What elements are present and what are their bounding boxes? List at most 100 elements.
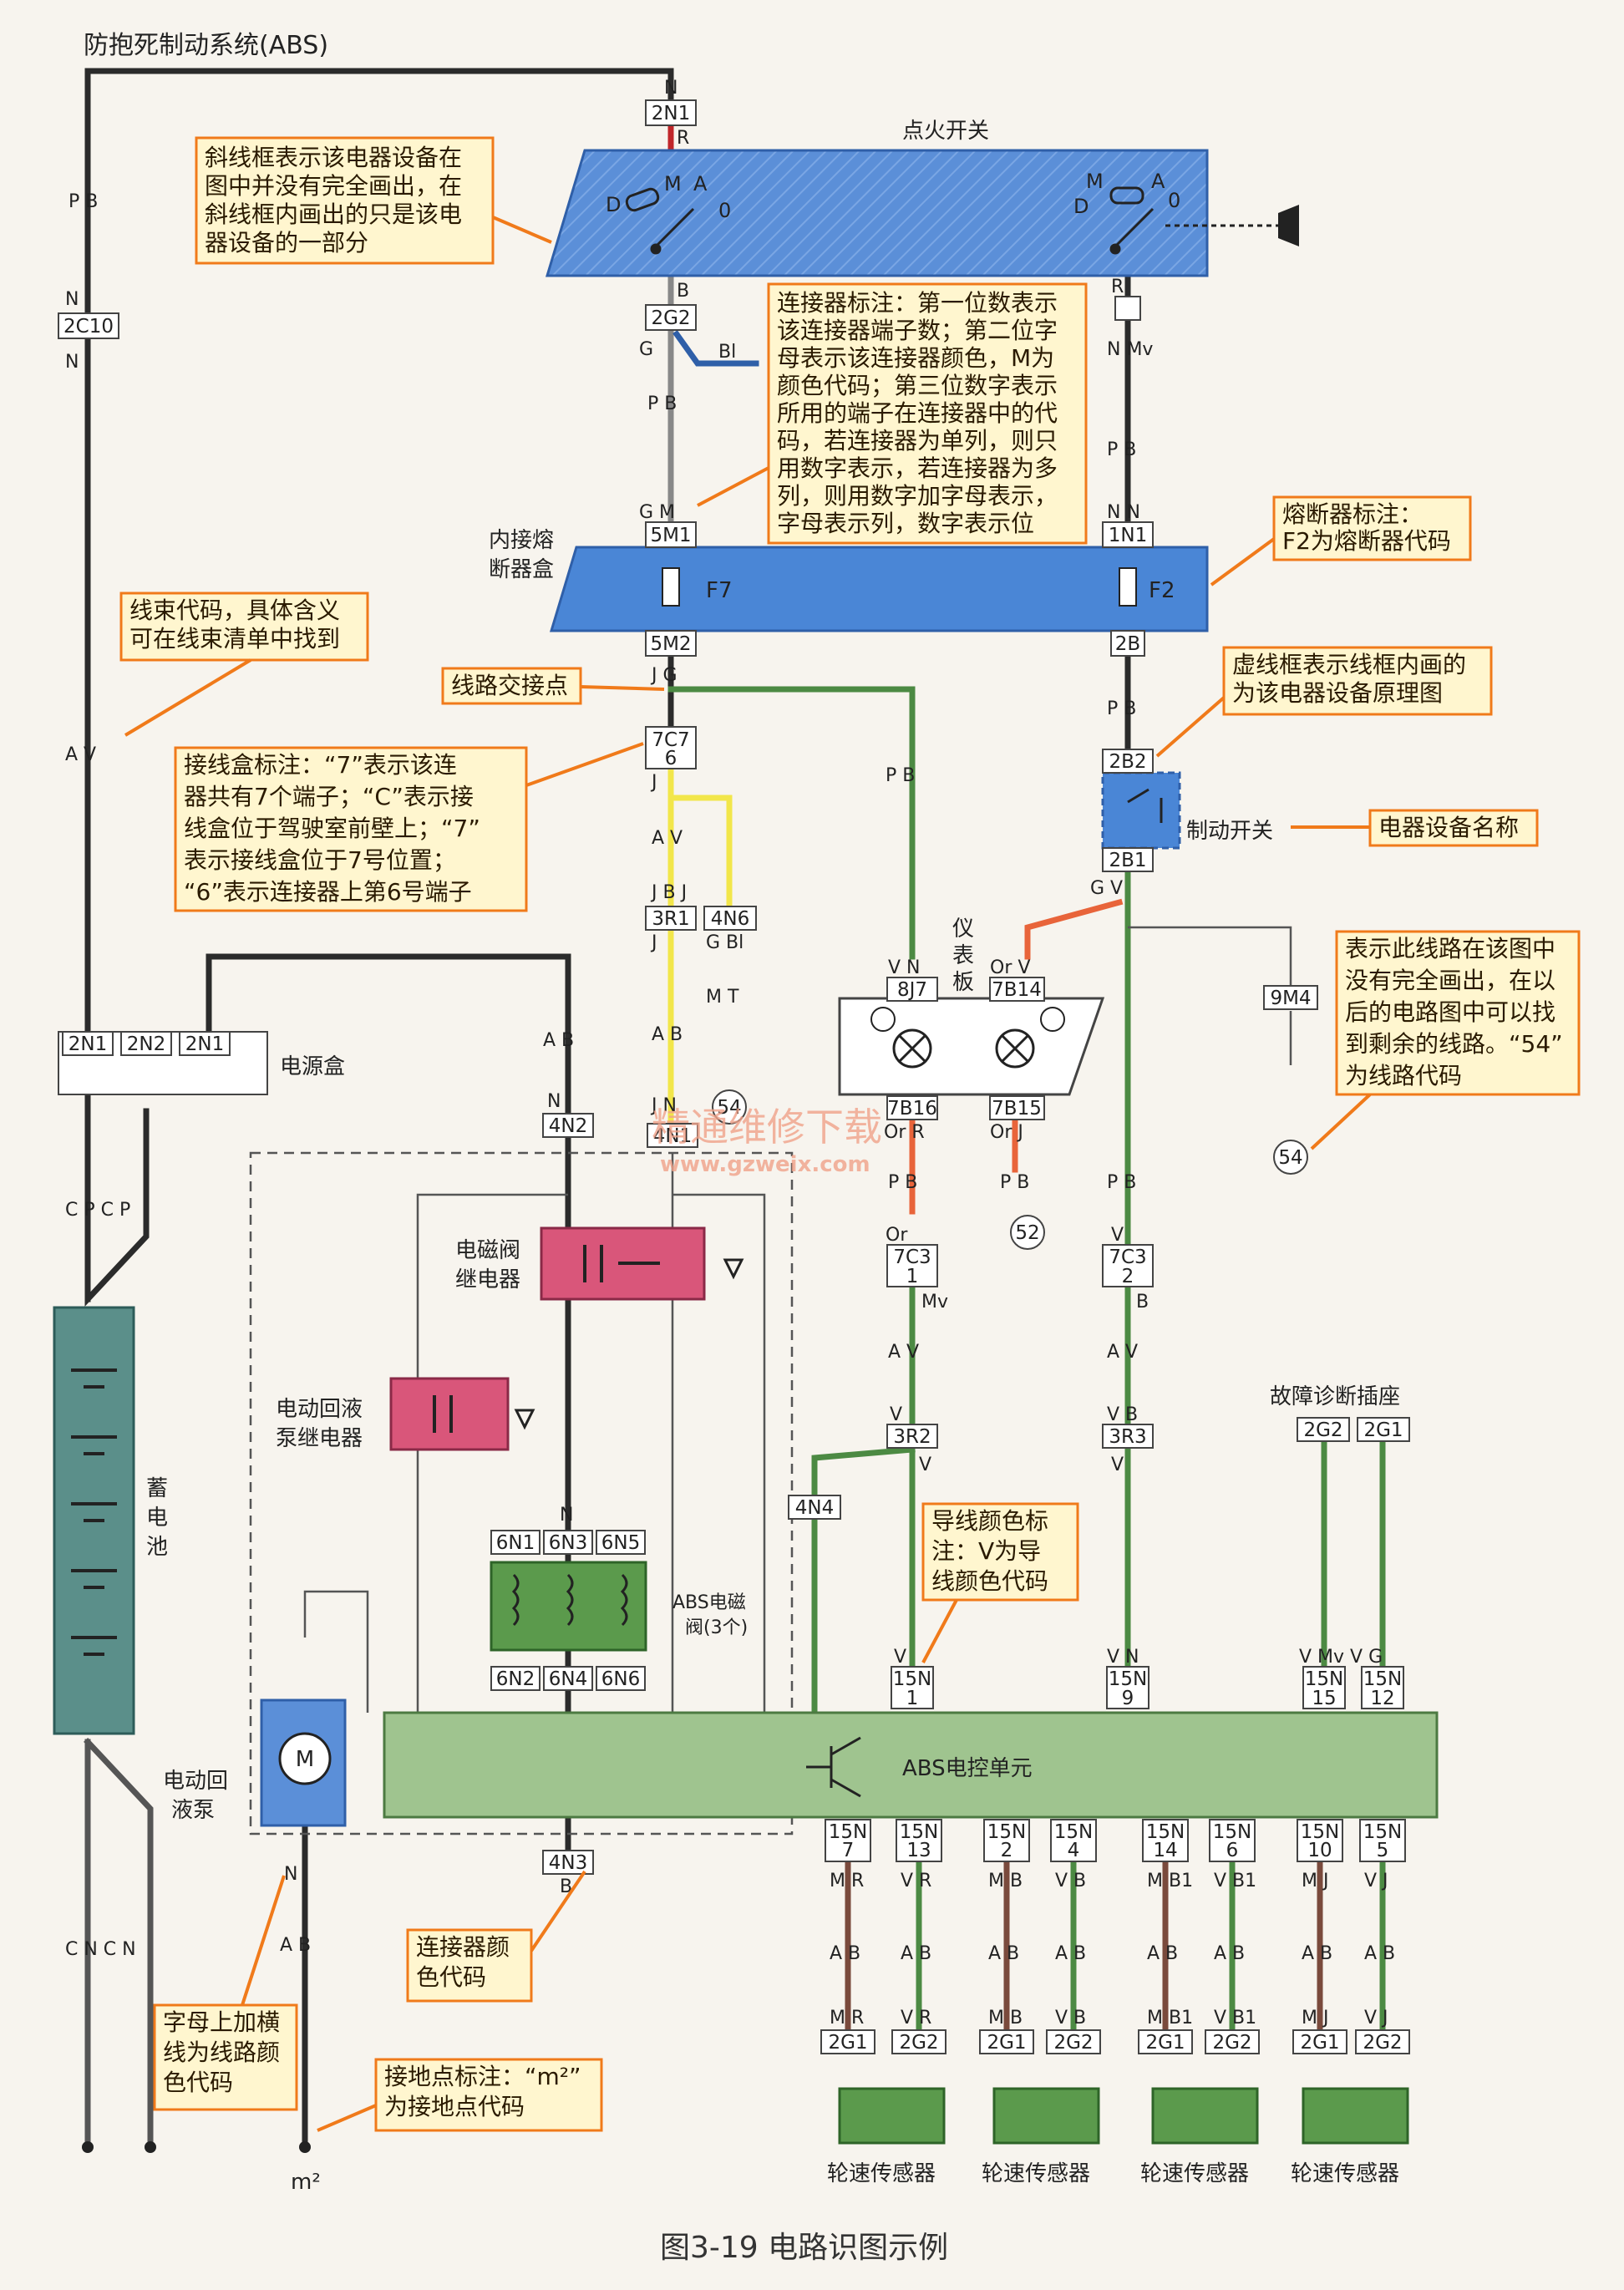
annotation-connector-label: 用数字表示，若连接器为多	[777, 454, 1058, 482]
powerbox-2n1-b: 2N1	[185, 1033, 224, 1055]
svg-text:G V: G V	[1090, 878, 1123, 899]
conn-6n4: 6N4	[549, 1668, 587, 1690]
svg-text:P B: P B	[1107, 1172, 1136, 1193]
ecu-pin-connector	[896, 1819, 942, 1862]
instrument-panel-label-1: 仪	[952, 917, 974, 942]
diode-symbol	[723, 1258, 744, 1280]
brake-switch-label: 制动开关	[1186, 819, 1273, 844]
conn-2b: 2B	[1115, 633, 1140, 655]
diode-symbol-2	[514, 1409, 535, 1430]
conn-2g2-diag: 2G2	[1303, 1419, 1342, 1441]
svg-text:V N: V N	[1107, 1647, 1139, 1668]
sensor-wire-label: A B	[1147, 1943, 1178, 1964]
svg-text:A: A	[693, 172, 708, 195]
wire-relay-internal	[416, 1193, 568, 1713]
annotation-fuse-label: F2为熔断器代码	[1282, 527, 1451, 555]
svg-text:J B J: J B J	[650, 882, 687, 903]
svg-text:M: M	[296, 1747, 314, 1772]
annotation-wire-color: 线颜色代码	[931, 1567, 1048, 1595]
ecu-pin-connector	[1297, 1819, 1343, 1862]
battery-cells	[71, 1368, 117, 1656]
conn-6n5: 6N5	[601, 1532, 640, 1554]
ecu-pin-connector-top: 15N	[1054, 1821, 1093, 1843]
annotation-junction-box: 线盒位于驾驶室前壁上；“7”	[184, 815, 480, 842]
fuse-f2-label: F2	[1149, 578, 1175, 603]
svg-text:N: N	[65, 289, 79, 310]
wheel-sensor-label-3: 轮速传感器	[1140, 2161, 1249, 2186]
svg-text:Or J: Or J	[990, 1122, 1023, 1143]
svg-text:0: 0	[718, 199, 731, 222]
annotation-incomplete-line: 没有完全画出，在以	[1345, 967, 1555, 994]
annotation-callouts	[119, 136, 1581, 2132]
battery-label-3: 池	[146, 1535, 168, 1560]
svg-text:1: 1	[906, 1688, 919, 1709]
instrument-panel-label-2: 表	[952, 943, 974, 968]
svg-text:R: R	[1111, 277, 1124, 297]
sensor-wire-label: A B	[1302, 1943, 1332, 1964]
annotation-junction-box: “6”表示连接器上第6号端子	[184, 878, 472, 906]
ecu-pin-connector	[825, 1819, 871, 1862]
svg-text:6: 6	[665, 748, 678, 769]
svg-text:M: M	[1086, 170, 1104, 193]
conn-15n-9: 15N	[1109, 1668, 1147, 1690]
wire-motor-top	[303, 1590, 369, 1713]
svg-text:B: B	[1136, 1292, 1149, 1313]
watermark-cn: 精通维修下载	[652, 1104, 882, 1150]
ecu-pin-connector-num: 2	[1001, 1840, 1013, 1861]
annotation-connector-label: 连接器标注：第一位数表示	[777, 289, 1058, 317]
figure-caption: 图3-19 电路识图示例	[660, 2231, 948, 2265]
warning-lamp-abs	[870, 1007, 932, 1069]
annotation-junction-box: 接线盒标注：“7”表示该连	[184, 751, 457, 779]
motor-icon	[278, 1732, 332, 1785]
annotation-junction-box: 表示接线盒位于7号位置；	[184, 846, 456, 874]
svg-text:N N: N N	[1107, 502, 1140, 523]
conn-15n-1: 15N	[893, 1668, 931, 1690]
sensor-connector-label: 2G1	[987, 2032, 1026, 2054]
svg-text:A V: A V	[888, 1342, 919, 1363]
svg-text:J N: J N	[650, 1095, 677, 1116]
sensor-wire-label: A B	[1364, 1943, 1395, 1964]
wheel-sensor-label-2: 轮速传感器	[982, 2161, 1090, 2186]
annotation-connector-color: 连接器颜	[416, 1933, 510, 1961]
wheel-sensor-label-4: 轮速传感器	[1291, 2161, 1399, 2186]
ecu-pin-connector	[1142, 1819, 1189, 1862]
annotation-overline: 线为线路颜	[163, 2039, 280, 2066]
annotation-junction-box: 器共有7个端子；“C”表示接	[184, 783, 474, 810]
solenoid-relay-label-1: 电磁阀	[455, 1238, 520, 1263]
instrument-panel-label-3: 板	[952, 970, 974, 995]
ecu-pin-connector-top: 15N	[1363, 1821, 1402, 1843]
conn-3r1: 3R1	[652, 908, 689, 930]
svg-text:D: D	[606, 193, 621, 216]
abs-module-dashed-frame	[249, 1151, 794, 1836]
svg-text:V B: V B	[1107, 1404, 1138, 1425]
annotation-overline: 字母上加横	[163, 2008, 280, 2036]
conn-2g2: 2G2	[651, 307, 690, 329]
annotation-wire-color: 导线颜色标	[931, 1507, 1048, 1535]
annotation-incomplete-line: 表示此线路在该图中	[1345, 935, 1555, 962]
sensor-wire-label: A B	[830, 1943, 860, 1964]
svg-text:J G: J G	[650, 665, 678, 686]
annotation-dashed-frame: 为该电器设备原理图	[1232, 679, 1443, 707]
sensor-connector	[1355, 2029, 1410, 2054]
pump-relay-label-2: 泵继电器	[276, 1426, 363, 1451]
ecu-pin-connector-top: 15N	[900, 1821, 938, 1843]
wire-green-pb	[667, 686, 916, 960]
annotation-wire-color: 注：V为导	[931, 1537, 1041, 1565]
valve-coils	[511, 1573, 628, 1627]
diag-socket-label: 故障诊断插座	[1270, 1384, 1400, 1409]
sensor-wire-label: V B1	[1214, 1871, 1256, 1891]
svg-text:Or: Or	[886, 1225, 908, 1246]
svg-text:15: 15	[1312, 1688, 1336, 1709]
sensor-wire-label: A B	[1055, 1943, 1086, 1964]
svg-text:N: N	[560, 1505, 573, 1526]
svg-text:1: 1	[906, 1266, 919, 1287]
annotation-dashed-frame: 虚线框表示线框内画的	[1232, 651, 1466, 678]
annotation-connector-color: 色代码	[416, 1963, 486, 1991]
sensor-connector	[891, 2029, 946, 2054]
conn-7b14: 7B14	[992, 979, 1042, 1001]
svg-text:P B: P B	[647, 394, 677, 414]
conn-1n1: 1N1	[1109, 525, 1147, 546]
conn-4n2: 4N2	[549, 1115, 587, 1137]
svg-text:V: V	[1111, 1455, 1124, 1475]
